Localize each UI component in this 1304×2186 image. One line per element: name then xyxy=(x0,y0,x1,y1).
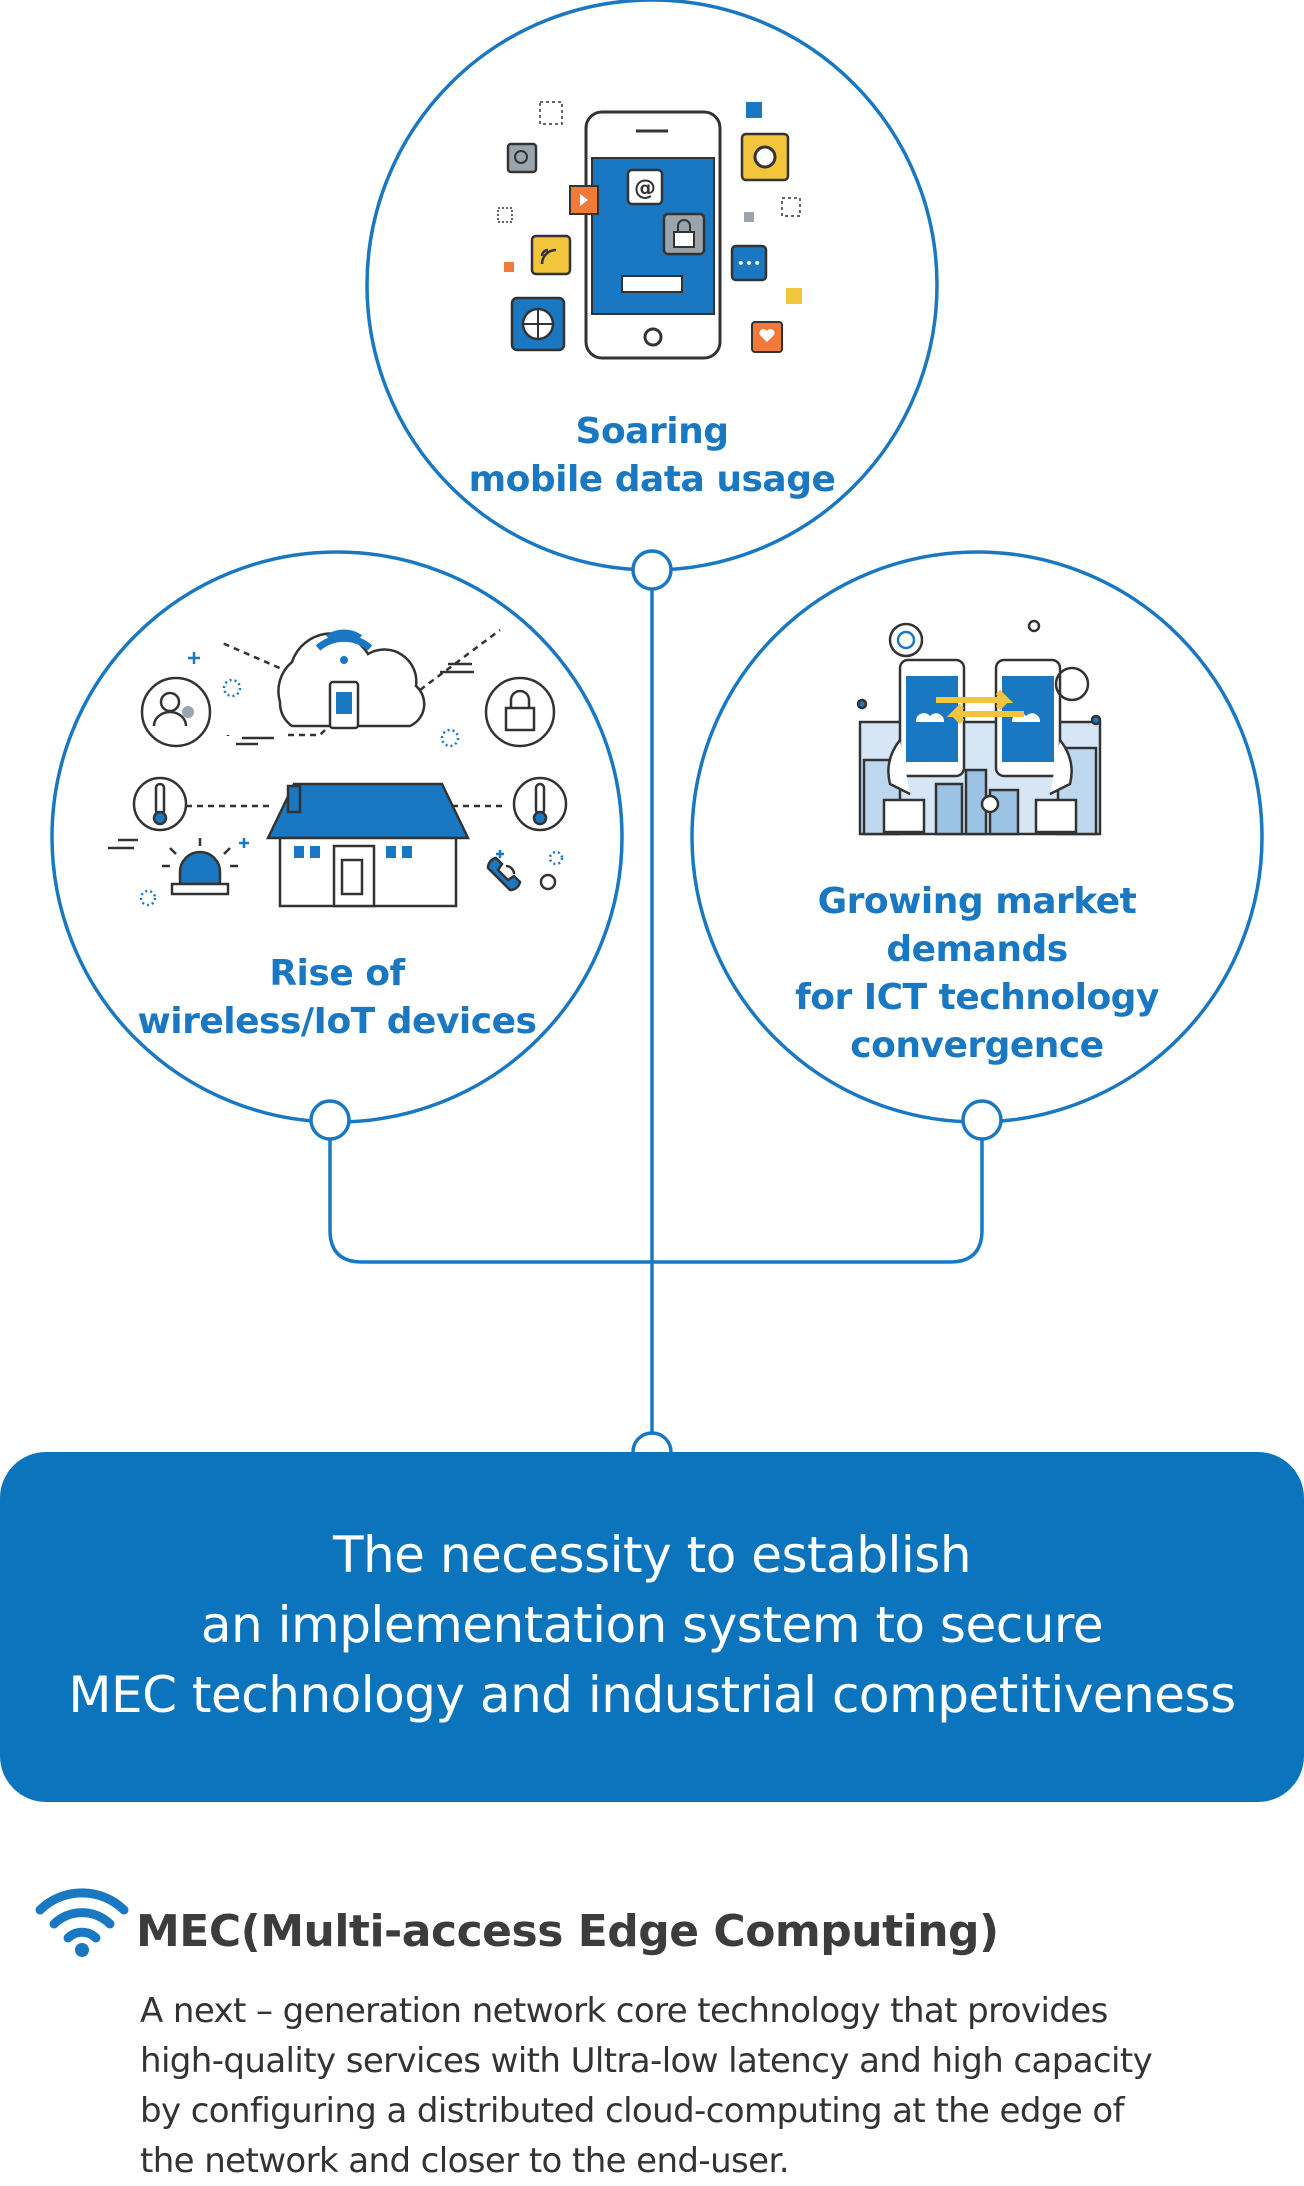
node-title-ict-line-3: convergence xyxy=(850,1025,1104,1066)
definition-line-1: A next – generation network core technol… xyxy=(140,1991,1108,2031)
phones-exchange-city-icon xyxy=(856,619,1102,836)
node-dot-left xyxy=(309,1099,351,1141)
definition-line-4: the network and closer to the end-user. xyxy=(140,2141,790,2181)
svg-text:•••: ••• xyxy=(737,256,762,272)
banner-line-1: The necessity to establish xyxy=(332,1526,972,1584)
node-title-mobile: Soaring mobile data usage xyxy=(452,408,852,504)
connector-sides xyxy=(328,1120,984,1264)
definition-line-3: by configuring a distributed cloud-compu… xyxy=(140,2091,1125,2131)
wifi-icon xyxy=(35,1888,129,1957)
conclusion-banner: The necessity to establish an implementa… xyxy=(0,1452,1304,1802)
node-dot-top xyxy=(631,549,673,591)
node-title-ict-line-2: for ICT technology xyxy=(795,977,1159,1018)
banner-line-2: an implementation system to secure xyxy=(200,1596,1104,1654)
node-title-mobile-line-1: Soaring xyxy=(575,411,729,452)
banner-line-3: MEC technology and industrial competitiv… xyxy=(68,1666,1236,1724)
definition-line-2: high-quality services with Ultra-low lat… xyxy=(140,2041,1153,2081)
node-title-ict: Growing market demands for ICT technolog… xyxy=(727,878,1227,1070)
definition-title: MEC(Multi-access Edge Computing) xyxy=(136,1906,999,1957)
node-title-ict-line-1: Growing market demands xyxy=(817,881,1137,970)
node-title-iot-line-2: wireless/IoT devices xyxy=(137,1001,537,1042)
mec-diagram: @ ••• xyxy=(50,0,1264,1460)
node-title-mobile-line-2: mobile data usage xyxy=(468,459,836,500)
node-title-iot: Rise of wireless/IoT devices xyxy=(137,950,537,1046)
definition-body: A next – generation network core technol… xyxy=(140,1986,1290,2186)
node-title-iot-line-1: Rise of xyxy=(269,953,405,994)
smartphone-apps-icon: @ ••• xyxy=(497,101,802,360)
svg-text:@: @ xyxy=(634,176,656,201)
node-dot-right xyxy=(961,1099,1003,1141)
smart-home-iot-icon xyxy=(108,629,568,908)
banner-text: The necessity to establish an implementa… xyxy=(0,1520,1304,1730)
